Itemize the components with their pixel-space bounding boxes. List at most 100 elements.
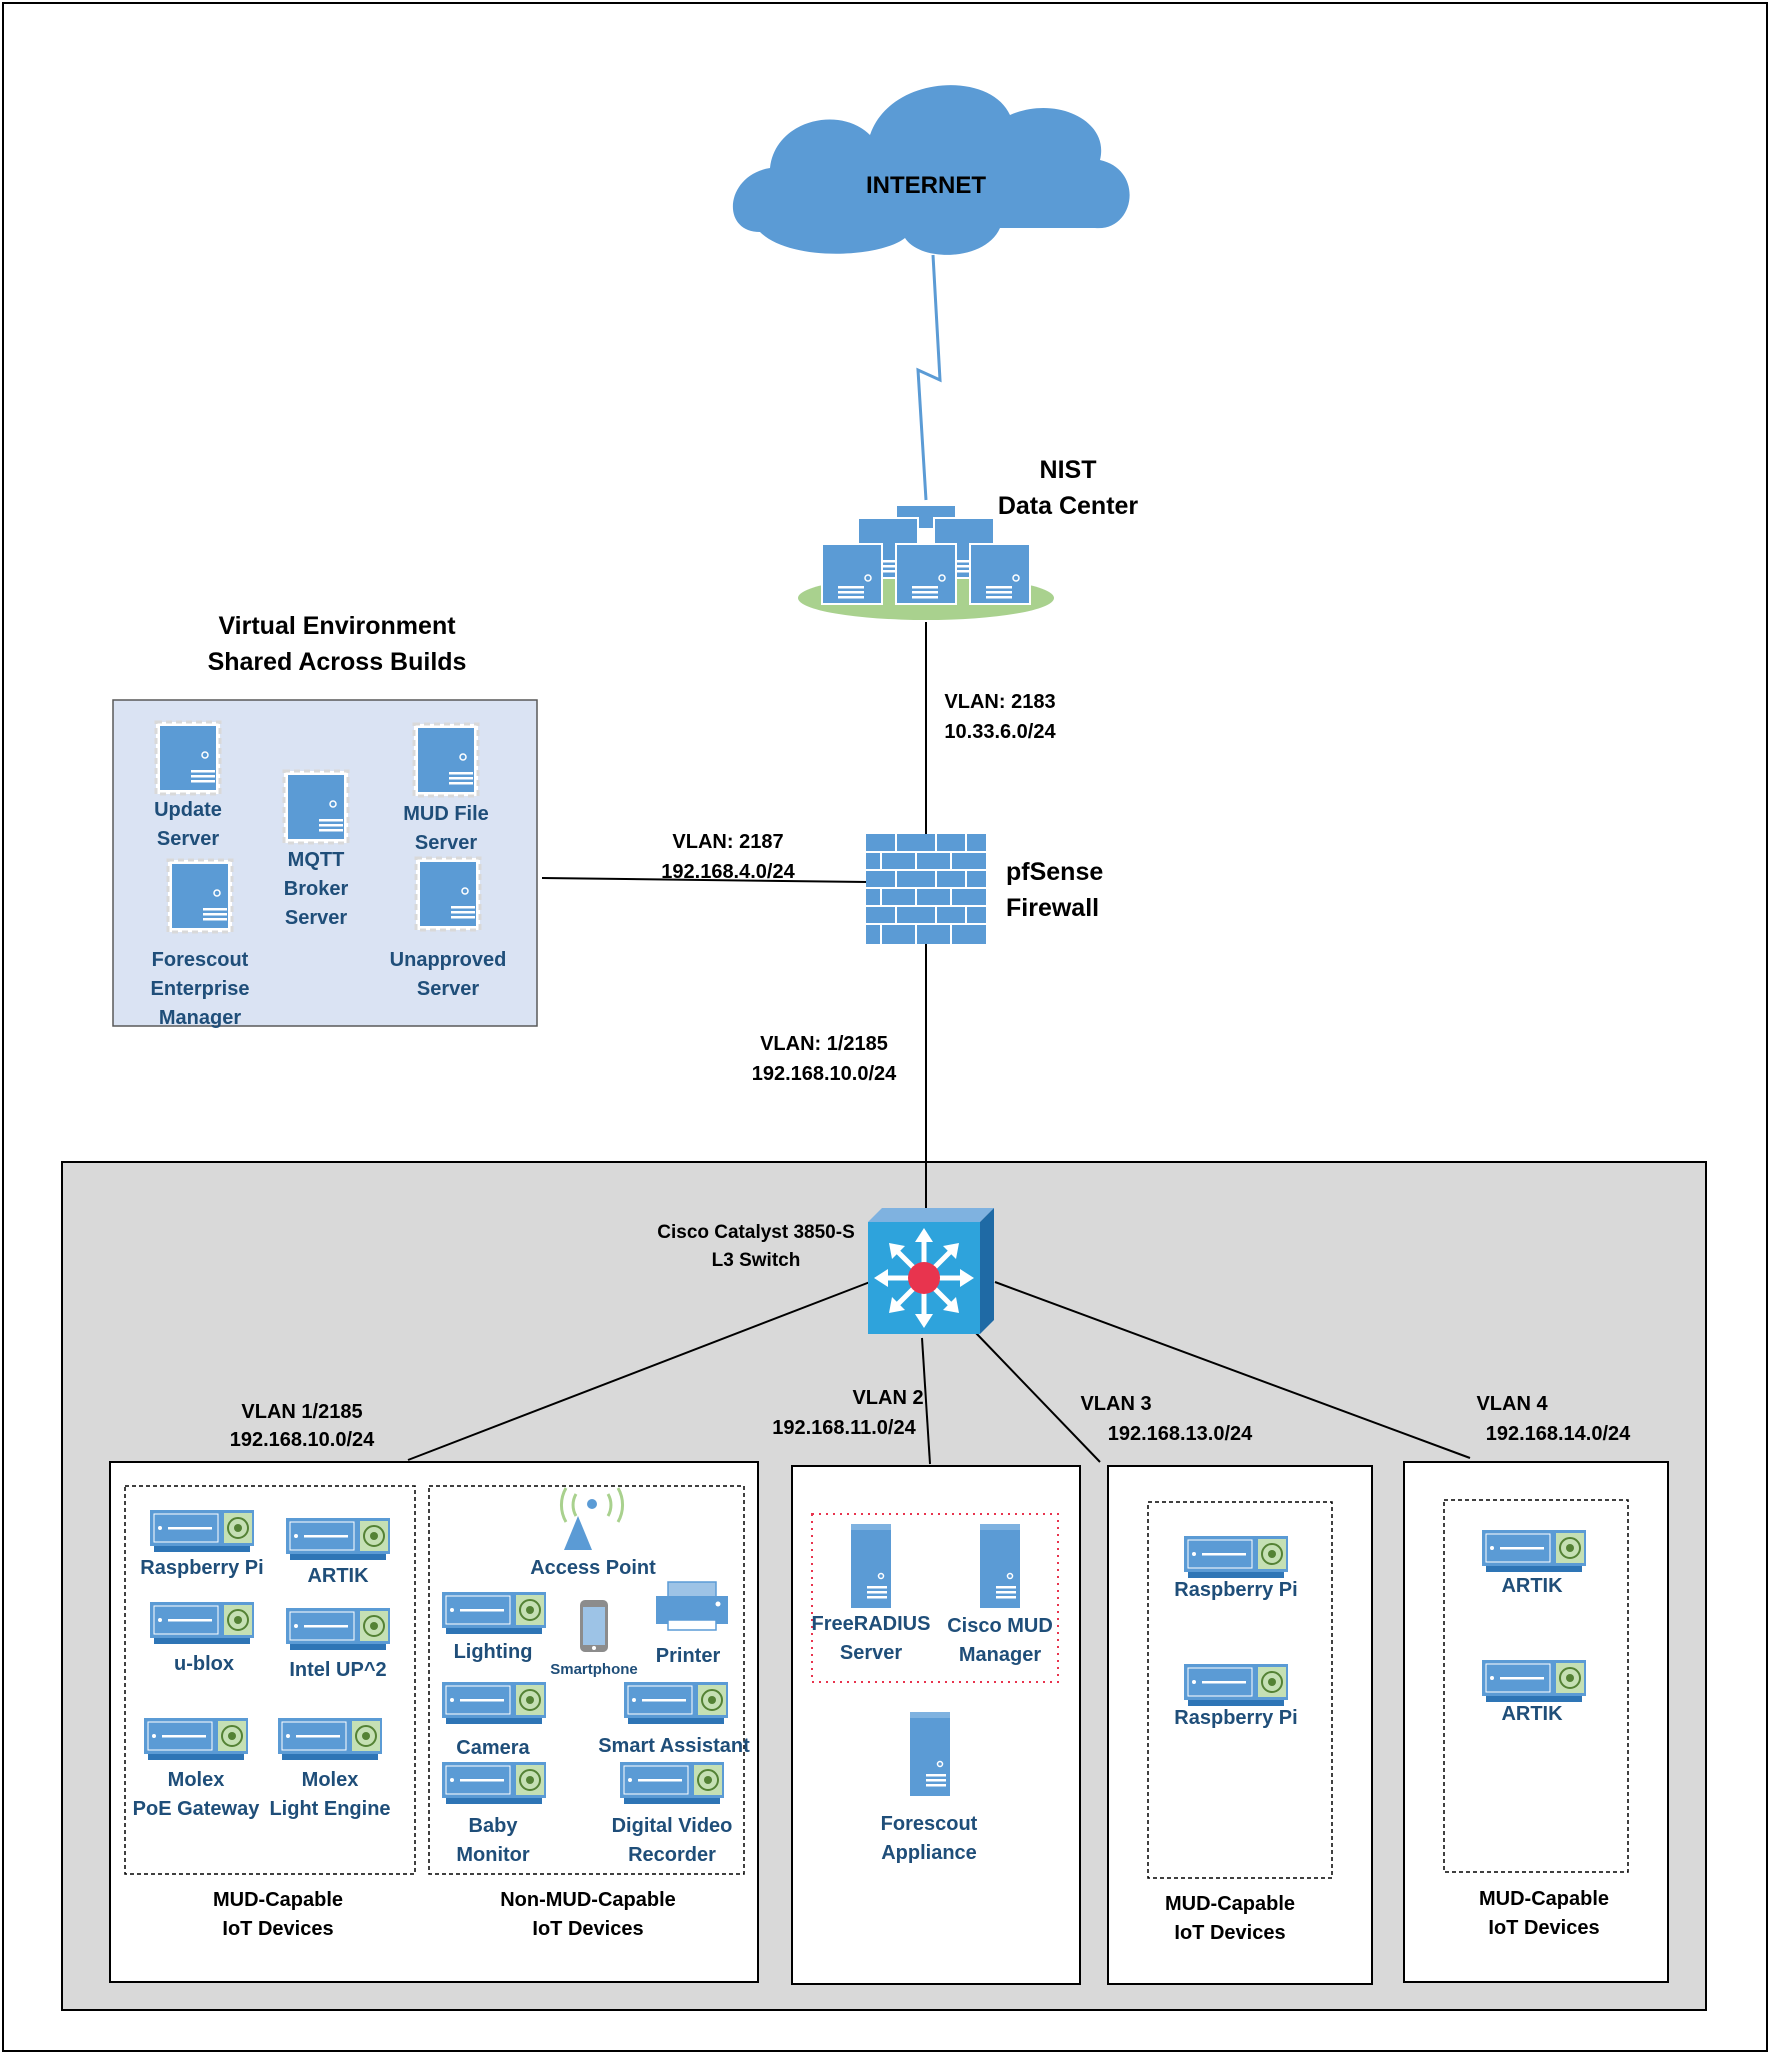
device-label: ARTIK (307, 1565, 369, 1587)
switch-label-line1: Cisco Catalyst 3850-S (657, 1222, 855, 1243)
device-label: Smart Assistant (598, 1735, 750, 1757)
smartphone-icon (580, 1600, 608, 1652)
virtual-environment: Virtual Environment Shared Across Builds… (112, 612, 538, 1029)
device-label: PoE Gateway (133, 1798, 261, 1820)
vlan3-group-line1: MUD-Capable (1165, 1893, 1295, 1915)
device-label: Server (840, 1642, 902, 1664)
vlan3-box: MUD-Capable IoT Devices Raspberry PiRasp… (1107, 1465, 1373, 1985)
device-label: Appliance (881, 1842, 977, 1864)
vlan3-group-line2: IoT Devices (1174, 1922, 1285, 1944)
link-venv-fw-vlan: VLAN: 2187 (672, 831, 783, 853)
device-label: Raspberry Pi (140, 1557, 263, 1579)
device-label: Raspberry Pi (1174, 1579, 1297, 1601)
link-nist-fw-subnet: 10.33.6.0/24 (944, 721, 1056, 743)
mud-file-server-icon (412, 722, 480, 798)
device-label: Molex (302, 1769, 359, 1791)
smart-assistant-device-icon (623, 1681, 729, 1725)
device-label: Light Engine (269, 1798, 390, 1820)
device-label: Enterprise (151, 978, 250, 1000)
vlan2-label: VLAN 2 (852, 1387, 923, 1409)
device-label: u-blox (174, 1653, 234, 1675)
vlan3-group-box (1147, 1501, 1333, 1879)
vlan1-box: MUD-Capable IoT Devices Non-MUD-Capable … (109, 1461, 759, 1983)
vlan-labels: VLAN 1/2185 192.168.10.0/24 VLAN 2 192.1… (230, 1387, 1631, 1451)
nist-label-line2: Data Center (998, 492, 1139, 520)
vlan4-subnet: 192.168.14.0/24 (1486, 1423, 1631, 1445)
firewall-label-line1: pfSense (1006, 858, 1103, 886)
intel-up2-device-icon (285, 1607, 391, 1651)
venv-title-line1: Virtual Environment (218, 612, 456, 640)
device-label: Access Point (530, 1557, 656, 1579)
device-label: Molex (168, 1769, 225, 1791)
u-blox-device-icon (149, 1601, 255, 1645)
vlan4-group-box (1443, 1499, 1629, 1873)
raspberry-pi-device-icon (1183, 1535, 1289, 1579)
artik-device-icon (285, 1517, 391, 1561)
device-label: Unapproved (390, 949, 507, 971)
link-venv-firewall (541, 877, 869, 883)
vlan3-subnet: 192.168.13.0/24 (1108, 1423, 1253, 1445)
vlan2-mud-services-group (811, 1513, 1059, 1683)
device-label: Server (415, 832, 477, 854)
artik-device-icon (1481, 1659, 1587, 1703)
device-label: Camera (456, 1737, 530, 1759)
device-label: Smartphone (550, 1661, 638, 1678)
device-label: Broker (284, 878, 349, 900)
digital-video-recorder-device-icon (619, 1761, 725, 1805)
device-label: Intel UP^2 (289, 1659, 386, 1681)
unapproved-server-icon (414, 856, 482, 932)
link-venv-fw-subnet: 192.168.4.0/24 (661, 861, 795, 883)
internet-cloud: INTERNET (732, 85, 1130, 255)
link-switch-vlan1 (407, 1281, 871, 1461)
vlan3-device-labels: Raspberry Pi Raspberry Pi (1174, 1579, 1297, 1729)
vlan4-label: VLAN 4 (1476, 1393, 1548, 1415)
vlan1-non-mud-group-line2: IoT Devices (532, 1918, 643, 1940)
forescout-enterprise-manager-icon (166, 858, 234, 934)
vlan1-label: VLAN 1/2185 (241, 1401, 362, 1423)
internet-label: INTERNET (866, 172, 986, 199)
printer-icon (656, 1581, 728, 1631)
lighting-device-icon (441, 1591, 547, 1635)
vlan1-mud-group-box (124, 1485, 416, 1875)
link-switch-vlan2 (921, 1337, 931, 1465)
vlan4-group-line1: MUD-Capable (1479, 1888, 1609, 1910)
firewall-label-line2: Firewall (1006, 894, 1099, 922)
device-label: Baby (469, 1815, 519, 1837)
link-switch-vlan4 (994, 1281, 1471, 1459)
device-label: FreeRADIUS (812, 1613, 931, 1635)
cisco-mud-manager-icon (979, 1523, 1021, 1609)
device-label: Raspberry Pi (1174, 1707, 1297, 1729)
device-label: Update (154, 799, 222, 821)
camera-device-icon (441, 1681, 547, 1725)
device-label: Digital Video (612, 1815, 733, 1837)
device-label: Lighting (454, 1641, 533, 1663)
device-label: Cisco MUD (947, 1615, 1053, 1637)
raspberry-pi-device-icon (1183, 1663, 1289, 1707)
device-label: Server (417, 978, 479, 1000)
device-label: Manager (159, 1007, 241, 1029)
device-label: Recorder (628, 1844, 716, 1866)
pfsense-firewall: pfSense Firewall (866, 834, 1103, 944)
vlan3-label: VLAN 3 (1080, 1393, 1151, 1415)
molex-poe-gateway-device-icon (143, 1717, 249, 1761)
device-label: MQTT (288, 849, 345, 871)
artik-device-icon (1481, 1529, 1587, 1573)
molex-light-engine-device-icon (277, 1717, 383, 1761)
device-label: Monitor (456, 1844, 530, 1866)
mqtt-broker-server-icon (282, 769, 350, 845)
access-point-icon (559, 1487, 625, 1550)
device-label: Server (285, 907, 347, 929)
device-label: Forescout (881, 1813, 978, 1835)
device-label: ARTIK (1501, 1575, 1563, 1597)
vlan1-subnet: 192.168.10.0/24 (230, 1429, 375, 1451)
forescout-appliance-icon (909, 1711, 951, 1797)
switch-label-line2: L3 Switch (712, 1250, 801, 1271)
nist-data-center: NIST Data Center (798, 456, 1138, 620)
link-switch-vlan3 (974, 1331, 1101, 1463)
vlan1-non-mud-group-box (428, 1485, 745, 1875)
vlan1-device-labels: Raspberry Pi ARTIK u-blox Intel UP^2MolexPo… (133, 1557, 750, 1866)
